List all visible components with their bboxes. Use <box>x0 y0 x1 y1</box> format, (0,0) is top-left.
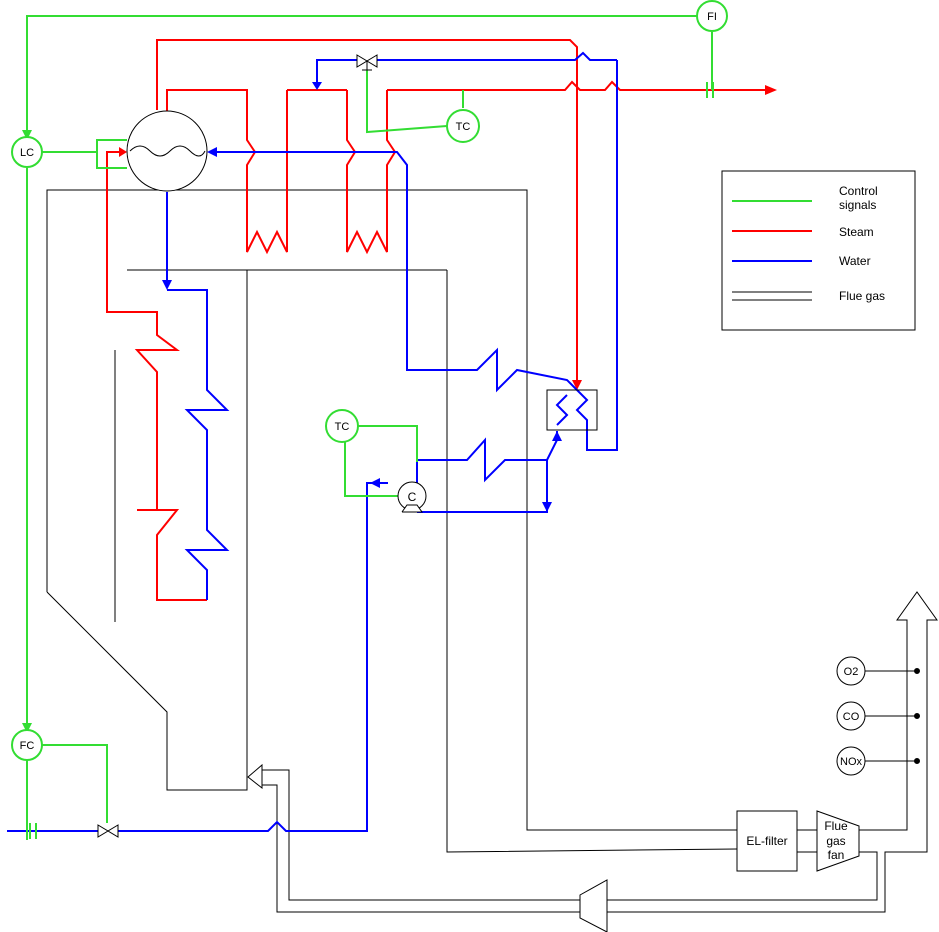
o2-tap-dot <box>914 668 920 674</box>
steam-drum-outlet <box>156 39 578 385</box>
heat-exchanger-coil <box>555 394 569 426</box>
fan-label-line1: Flue <box>824 819 848 833</box>
attemperator-valve <box>356 54 378 71</box>
instrument-fi: FI <box>696 0 728 32</box>
legend: Control signals Steam Water Flue gas <box>721 170 916 331</box>
legend-box <box>721 170 916 331</box>
analyzer-nox: NOx <box>836 746 866 776</box>
attemperator-to-header <box>316 59 360 85</box>
superheater-coil-1 <box>246 90 288 255</box>
fc-down-arrow <box>22 723 32 733</box>
tc-mid-to-pump <box>344 441 402 497</box>
el-filter-label: EL-filter <box>746 834 787 848</box>
svg-text:O2: O2 <box>844 666 859 678</box>
water-into-drum-arrow <box>207 147 217 157</box>
pump-label: C <box>408 490 417 504</box>
recirculation-duct-inner <box>262 769 580 901</box>
feed-water-valve <box>97 824 119 838</box>
legend-water-label: Water <box>839 254 871 268</box>
fc-to-valve <box>42 744 108 823</box>
lc-down-arrow <box>22 130 32 140</box>
svg-text:TC: TC <box>335 421 350 433</box>
water-down-arrow-3 <box>542 502 552 512</box>
instrument-lc: LC <box>11 136 43 168</box>
water-down-arrow-2 <box>312 82 322 90</box>
attemperator-water <box>373 51 617 61</box>
evaporator-blue-coil <box>167 289 230 600</box>
drum-level-tap <box>96 139 127 169</box>
el-filter-box <box>736 810 798 872</box>
svg-text:CO: CO <box>843 711 860 723</box>
steam-drum <box>126 110 208 192</box>
furnace-hopper <box>46 270 248 791</box>
economizer-to-drum <box>217 60 618 451</box>
tc-top-to-valve <box>366 70 448 134</box>
heat-exchanger-box <box>546 389 598 431</box>
superheater-coil-2-down <box>346 90 357 232</box>
steam-down-arrow <box>572 380 582 390</box>
fi-to-lc <box>26 15 697 132</box>
steam-into-drum-arrow <box>119 147 127 157</box>
instrument-tc-top: TC <box>446 109 480 143</box>
svg-text:TC: TC <box>456 121 471 133</box>
legend-control-label-1: Control <box>839 184 878 198</box>
instrument-fc: FC <box>11 729 43 761</box>
tc-mid-sensor <box>357 425 418 462</box>
steam-drum-water-level <box>129 145 206 157</box>
svg-text:FI: FI <box>707 11 717 23</box>
steam-main-outlet <box>387 80 765 91</box>
water-lines <box>7 51 618 832</box>
analyzer-co: CO <box>836 701 866 731</box>
pump-base <box>401 504 423 513</box>
second-pass-wall <box>446 270 738 853</box>
recirculation-fan <box>579 879 608 932</box>
analyzer-o2: O2 <box>836 656 866 686</box>
svg-text:NOx: NOx <box>840 756 863 768</box>
legend-control-label-2: signals <box>839 198 876 212</box>
legend-steam-label: Steam <box>839 225 874 239</box>
feed-water-main <box>117 482 388 832</box>
legend-flue-label: Flue gas <box>839 289 885 303</box>
fan-label-line3: fan <box>828 848 845 862</box>
flue-gas-lines <box>46 189 938 932</box>
control-lines <box>26 15 714 840</box>
stack-duct-inner <box>607 591 938 913</box>
steam-drum-to-sh1 <box>166 89 257 232</box>
furnace-casing <box>46 189 737 831</box>
recirculation-duct-outer <box>262 784 580 913</box>
flue-gas-fan-shape <box>816 810 860 872</box>
svg-text:FC: FC <box>20 740 35 752</box>
water-up-arrow <box>552 431 562 441</box>
co-tap-dot <box>914 713 920 719</box>
superheater-coil-2 <box>346 90 397 255</box>
steam-out-arrow <box>765 85 777 95</box>
water-to-pump-arrow <box>370 478 380 488</box>
nox-tap-dot <box>914 758 920 764</box>
svg-text:LC: LC <box>20 147 34 159</box>
recirculation-duct-top <box>607 851 878 901</box>
instrument-tc-mid: TC <box>325 409 359 443</box>
evaporator-red-coil <box>106 151 207 601</box>
pump-discharge <box>416 431 558 490</box>
water-down-arrow-1 <box>162 280 172 290</box>
steam-lines <box>106 39 765 601</box>
fan-label-line2: gas <box>826 834 845 848</box>
recirculation-inlet-arrow <box>247 763 263 790</box>
